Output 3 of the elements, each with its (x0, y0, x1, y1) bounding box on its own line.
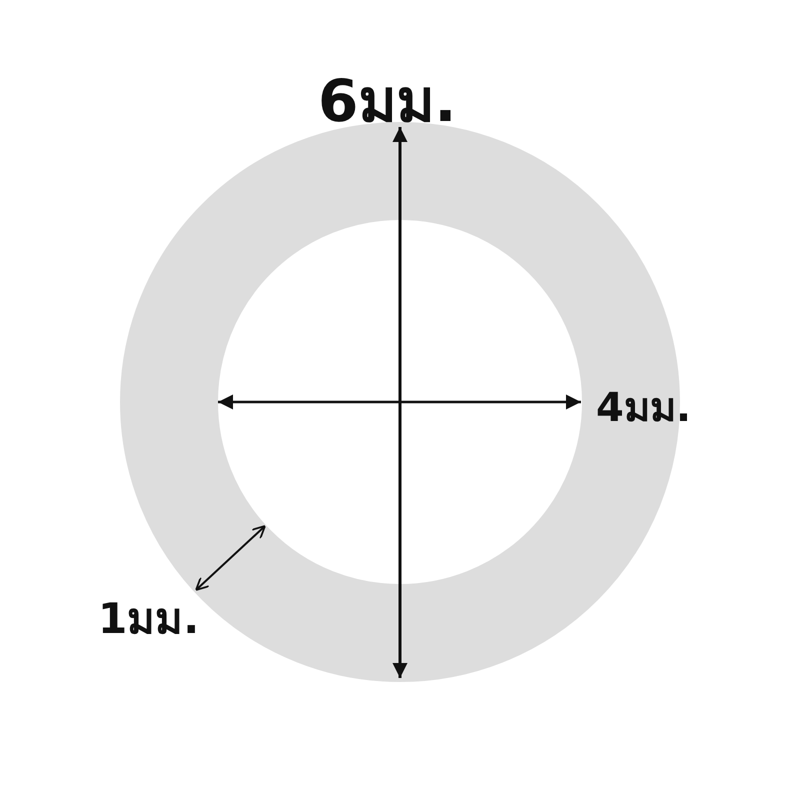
dimension-label: 1มม. (98, 598, 200, 640)
dimension-label: 6มม. (318, 72, 456, 130)
dimension-label: 4มม. (596, 388, 692, 428)
